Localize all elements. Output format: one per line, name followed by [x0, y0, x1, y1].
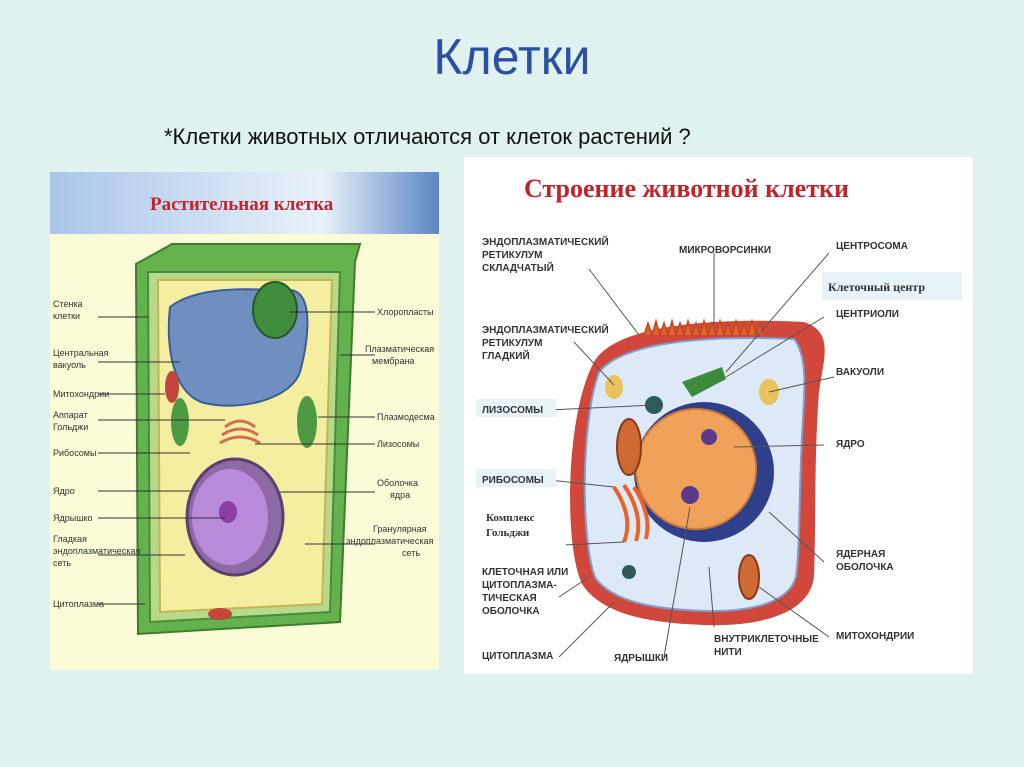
nucleolus-2: [681, 486, 699, 504]
ribosomes-box: [476, 469, 556, 487]
lysosomes-box: [476, 399, 556, 417]
label-vacuoles: ВАКУОЛИ: [836, 367, 884, 378]
golgi-box: [476, 507, 566, 547]
golgi-complex: [612, 483, 650, 543]
label-cytoplasm: ЦИТОПЛАЗМА: [482, 651, 553, 662]
slide-title: Клетки: [433, 29, 591, 85]
plant-heading: Растительная клетка: [150, 194, 334, 215]
plant-left-leaders: [98, 316, 225, 605]
label-lysosomes: ЛИЗОСОМЫ: [482, 405, 543, 416]
plant-header-band: [50, 172, 439, 234]
plant-cell-body: [134, 243, 362, 636]
nucleolus: [701, 429, 717, 445]
centrosome: [682, 367, 726, 397]
microvilli: [643, 318, 765, 338]
label-mitochondria: Митохондрии: [53, 389, 109, 399]
label-nucleus: ЯДРО: [836, 439, 865, 450]
lysosome-2: [622, 565, 636, 579]
label-nucleus: Ядро: [53, 486, 75, 496]
animal-leaders: [548, 252, 835, 658]
mitochondrion-2: [738, 554, 760, 600]
animal-cell-body: [570, 318, 825, 626]
label-centrosome: ЦЕНТРОСОМА: [836, 241, 908, 252]
label-cell-center: Клеточный центр: [828, 280, 925, 294]
label-plasmodesma: Плазмодесма: [377, 412, 435, 422]
nucleolus: [219, 501, 237, 523]
label-centrioles: ЦЕНТРИОЛИ: [836, 309, 899, 320]
chloroplast-3: [297, 396, 317, 448]
plant-cell-diagram: Растительная клетка: [50, 172, 439, 670]
chloroplast-2: [171, 398, 189, 446]
label-ribosomes: РИБОСОМЫ: [482, 475, 544, 486]
chloroplast: [252, 281, 298, 339]
animal-cell-diagram: Строение животной клетки: [464, 157, 973, 674]
plant-cell-svg: Растительная клетка: [50, 172, 439, 636]
label-microvilli: МИКРОВОРСИНКИ: [679, 245, 771, 256]
plant-right-leaders: [255, 311, 375, 545]
animal-cell-svg: Строение животной клетки: [476, 174, 962, 664]
golgi-apparatus: [219, 419, 261, 445]
mitochondrion-2: [208, 608, 232, 620]
label-chloroplasts: Хлоропласты: [377, 307, 434, 317]
label-nucleolus: Ядрышко: [53, 513, 93, 523]
label-mitochondria: МИТОХОНДРИИ: [836, 631, 914, 642]
nucleus: [635, 408, 757, 530]
label-ribosomes: Рибосомы: [53, 448, 96, 458]
mitochondrion: [616, 418, 642, 476]
animal-heading: Строение животной клетки: [524, 174, 849, 203]
mitochondrion: [165, 371, 179, 403]
label-cytoplasm: Цитоплазма: [53, 599, 104, 609]
slide-subtitle: *Клетки животных отличаются от клеток ра…: [164, 124, 691, 149]
label-lysosomes: Лизосомы: [377, 439, 419, 449]
cell-center-box: [822, 272, 962, 300]
vacuole-2: [605, 375, 623, 399]
label-nucleoli: ЯДРЫШКИ: [614, 653, 668, 664]
